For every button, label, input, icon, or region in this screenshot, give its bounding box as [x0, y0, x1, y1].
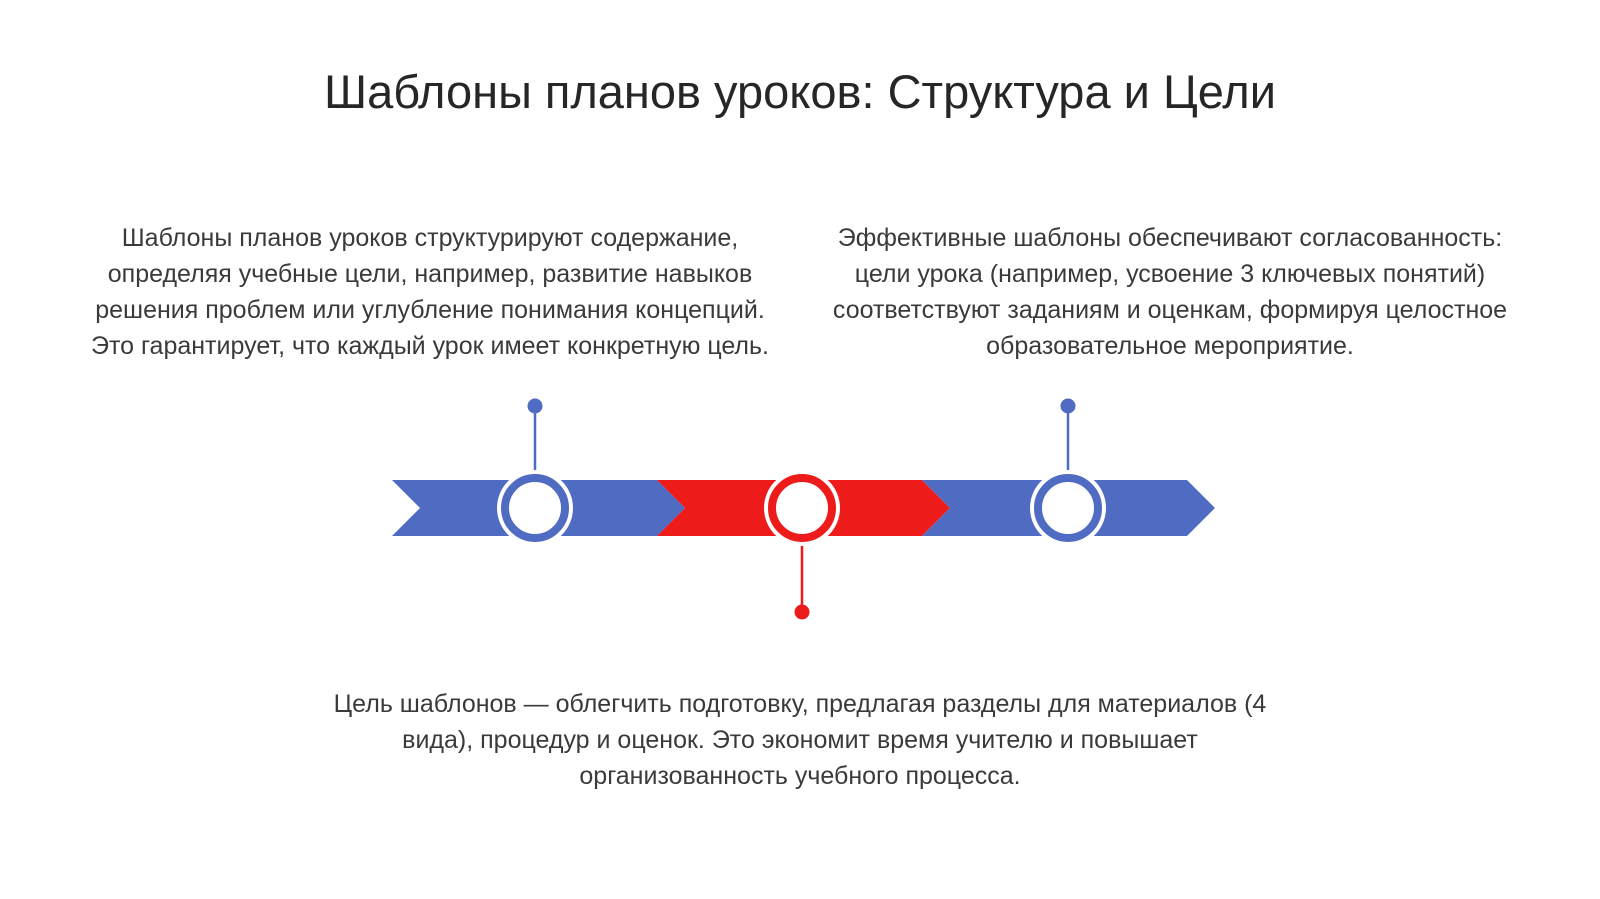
- milestone-3-pin: [1060, 398, 1076, 414]
- milestone-3-text: Эффективные шаблоны обеспечивают согласо…: [832, 224, 1508, 360]
- milestone-3-ring: [1034, 474, 1102, 542]
- milestone-2-pin: [794, 604, 810, 620]
- milestone-1-text: Шаблоны планов уроков структурируют соде…: [90, 224, 769, 360]
- milestone-1-ring: [501, 474, 569, 542]
- slide-title: Шаблоны планов уроков: Структура и Цели: [324, 65, 1276, 118]
- milestone-1-pin: [527, 398, 543, 414]
- milestone-2-text: Цель шаблонов — облегчить подготовку, пр…: [333, 690, 1267, 790]
- milestone-2-ring: [768, 474, 836, 542]
